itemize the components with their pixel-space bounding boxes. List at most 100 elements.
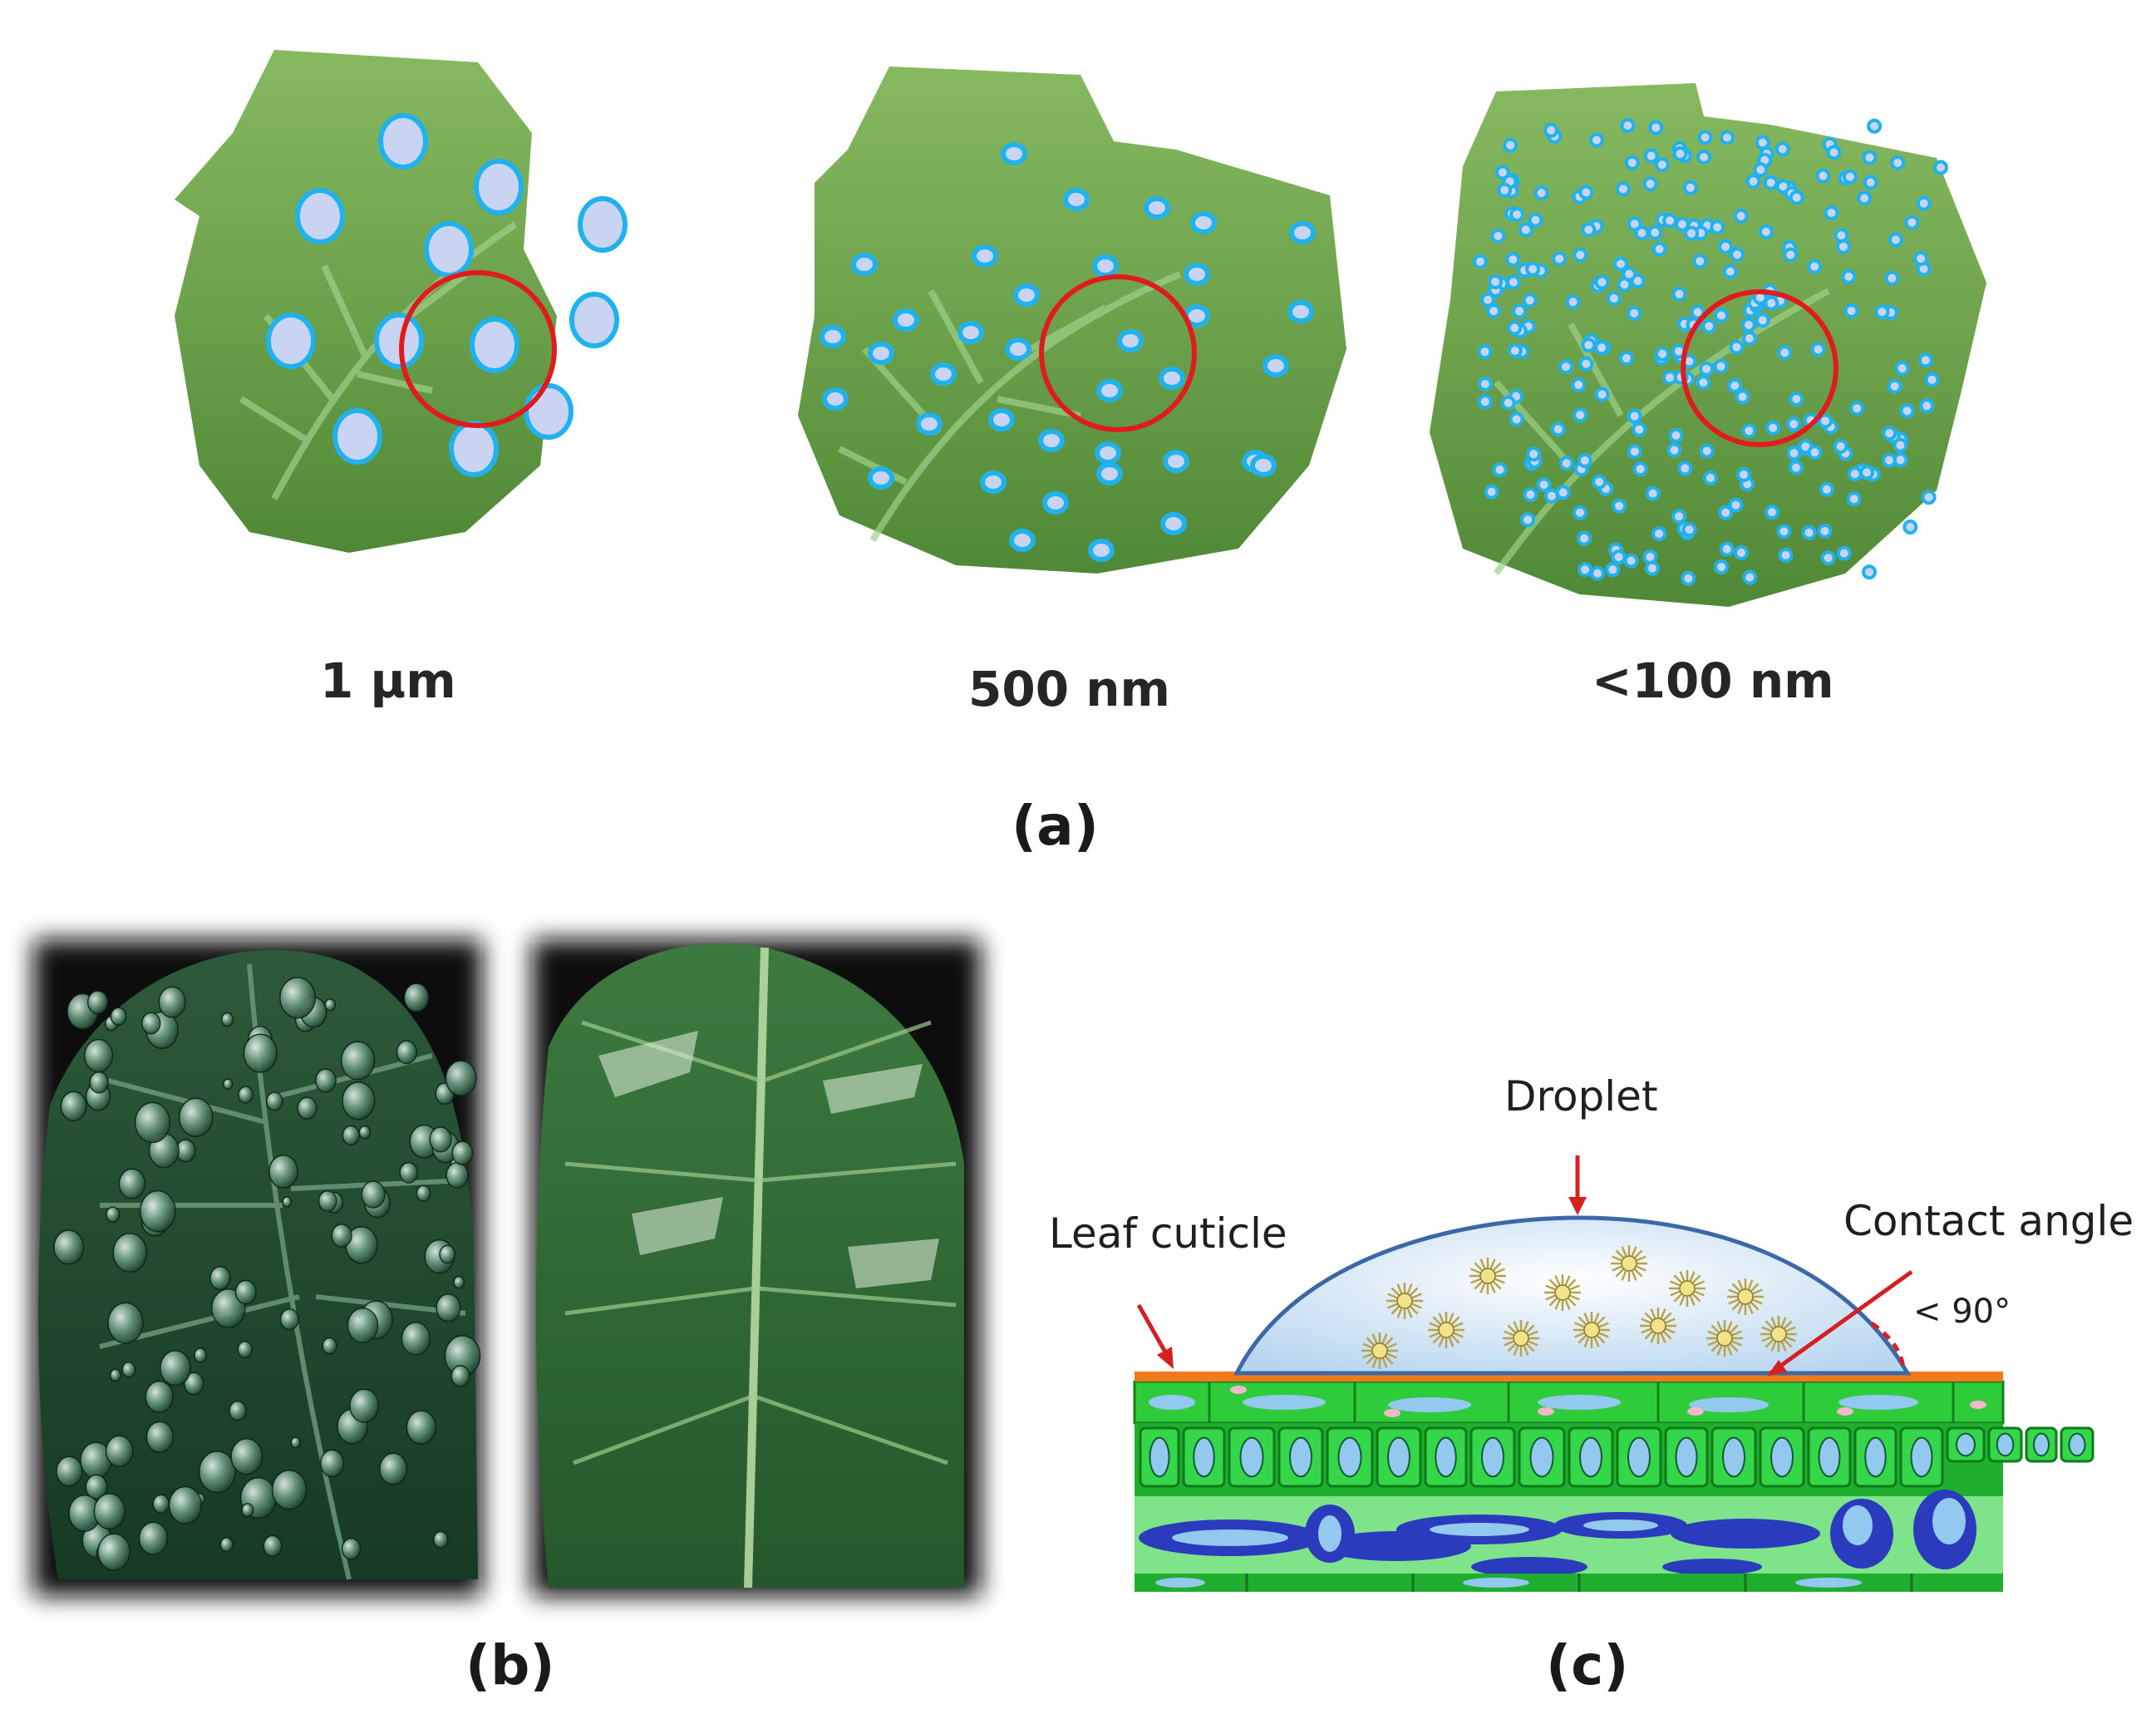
droplet [1777, 345, 1793, 361]
droplet [1651, 526, 1667, 542]
water-drop [194, 1347, 208, 1363]
water-drop [341, 1537, 362, 1560]
droplet [1668, 427, 1684, 443]
droplet [1692, 254, 1708, 269]
contact-angle-line [1767, 1269, 1913, 1377]
droplet [1009, 529, 1036, 552]
water-drop [85, 1474, 108, 1500]
droplet [1874, 304, 1890, 320]
water-drop [396, 1040, 417, 1065]
nucleus [1384, 1409, 1400, 1417]
droplet [1893, 452, 1908, 468]
droplets-500nm [820, 142, 1316, 562]
water-drop [331, 1224, 352, 1248]
droplet [1862, 564, 1877, 580]
droplet [1677, 461, 1693, 476]
water-drop [358, 1125, 372, 1140]
droplet [1696, 375, 1711, 391]
leaf-2 [798, 66, 1346, 574]
droplet [1634, 225, 1650, 241]
droplet [1651, 241, 1667, 257]
water-drop [178, 1097, 214, 1138]
water-drop [223, 1078, 234, 1091]
droplet [1714, 559, 1729, 574]
droplet [1734, 544, 1749, 560]
water-drop [279, 977, 316, 1019]
droplet [1714, 308, 1729, 323]
droplet [1643, 148, 1659, 164]
droplets-1um [266, 113, 628, 477]
water-drop [439, 1244, 456, 1264]
droplet [1904, 214, 1920, 230]
palisade-vacuole [1149, 1436, 1170, 1478]
leaf-3 [1430, 83, 1986, 607]
water-drop [56, 1455, 83, 1487]
droplet [1620, 118, 1636, 133]
droplet [1857, 190, 1873, 206]
droplet [1522, 293, 1538, 308]
droplet [1833, 439, 1848, 454]
focus-circle-1 [399, 270, 557, 428]
droplet [1477, 394, 1493, 410]
water-drop [322, 1337, 337, 1355]
droplet [1890, 155, 1906, 170]
droplet [1494, 165, 1510, 180]
water-drop [109, 1368, 121, 1382]
droplet [1741, 331, 1757, 347]
droplet [1740, 317, 1756, 332]
palisade-vacuole [1193, 1436, 1215, 1478]
droplet [1484, 484, 1499, 500]
water-drop [209, 1265, 231, 1291]
droplet [449, 421, 499, 477]
water-drop [317, 1189, 337, 1212]
vacuole [1388, 1397, 1471, 1412]
droplet [378, 113, 428, 170]
droplet [1592, 474, 1607, 490]
droplet [1005, 337, 1031, 361]
droplet [868, 466, 894, 490]
water-drop [60, 1091, 87, 1122]
palisade-vacuole [1289, 1436, 1312, 1478]
droplet [930, 362, 957, 386]
focus-circle-3 [1681, 289, 1839, 447]
droplet [1632, 421, 1647, 437]
size-label-100nm: <100 nm [1592, 653, 1834, 709]
droplet [1627, 216, 1642, 232]
water-drop [53, 1229, 85, 1265]
angle-value-label: < 90° [1913, 1293, 2011, 1331]
nucleus [1230, 1386, 1247, 1394]
droplet [1843, 303, 1859, 318]
water-drop [168, 1485, 203, 1524]
droplet [1159, 367, 1185, 390]
droplet [1144, 196, 1170, 219]
water-drop [230, 1437, 263, 1475]
water-drop [110, 1007, 127, 1026]
water-drop [263, 1534, 283, 1558]
droplet-label: Droplet [1504, 1072, 1658, 1121]
nanoparticle [1503, 1320, 1539, 1357]
droplet [1801, 525, 1817, 540]
droplet [1899, 403, 1915, 419]
droplet [1755, 313, 1770, 328]
droplet [1612, 498, 1627, 514]
droplet [957, 321, 984, 344]
droplet [1807, 259, 1823, 274]
water-drop [319, 1449, 345, 1478]
vacuole [1689, 1397, 1769, 1412]
water-drop [121, 1362, 136, 1378]
droplet [1730, 247, 1745, 263]
droplet [1719, 541, 1735, 557]
water-drop [403, 983, 430, 1012]
droplet [1702, 470, 1718, 485]
droplet [1615, 181, 1631, 197]
droplet [295, 188, 345, 244]
droplet [1818, 413, 1833, 429]
water-drop [238, 1086, 254, 1104]
water-drop [451, 1140, 474, 1165]
droplet [1594, 387, 1610, 402]
droplet [1745, 174, 1761, 190]
panel-label-c: (c) [1546, 1633, 1629, 1697]
nanoparticle [1640, 1308, 1676, 1344]
droplet [578, 196, 628, 253]
water-drop [138, 1521, 169, 1556]
